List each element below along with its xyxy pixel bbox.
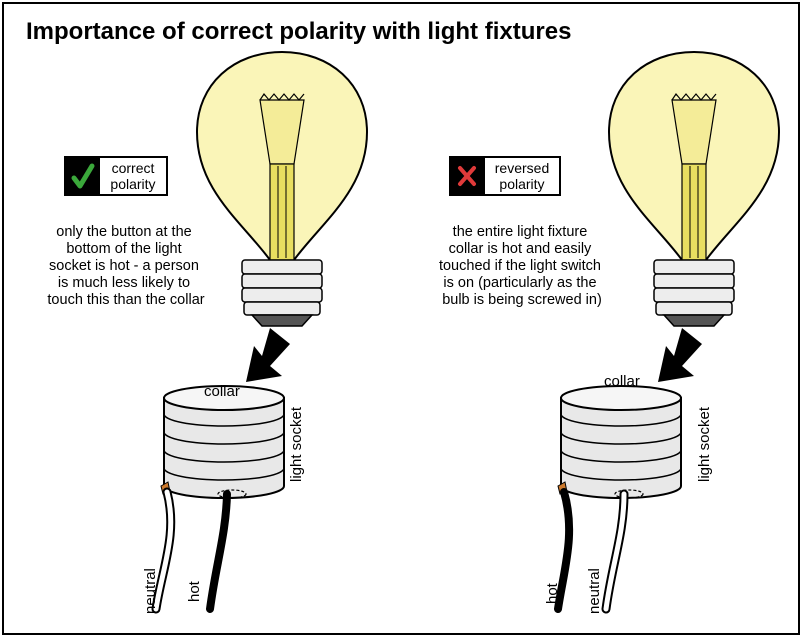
badge-label-line1: reversed bbox=[495, 160, 549, 176]
insertion-arrow-icon bbox=[246, 328, 290, 382]
wire-label-neutral: neutral bbox=[142, 568, 159, 614]
neutral-wire bbox=[151, 487, 176, 614]
badge-label-line1: correct bbox=[112, 160, 155, 176]
diagram-title: Importance of correct polarity with ligh… bbox=[26, 18, 572, 45]
hot-wire bbox=[206, 490, 231, 613]
neutral-wire bbox=[601, 489, 629, 614]
reversed-polarity-badge: reversed polarity bbox=[449, 156, 561, 196]
badge-label-line2: polarity bbox=[499, 176, 544, 192]
light-bulb bbox=[608, 51, 780, 327]
collar-label: collar bbox=[604, 373, 640, 390]
light-socket bbox=[557, 385, 682, 499]
badge-label-line2: polarity bbox=[110, 176, 155, 192]
check-icon bbox=[71, 163, 95, 189]
hot-wire bbox=[554, 488, 574, 613]
reversed-description: the entire light fixture collar is hot a… bbox=[439, 224, 605, 308]
wire-label-hot: hot bbox=[186, 580, 203, 602]
correct-polarity-badge: correct polarity bbox=[64, 156, 168, 196]
light-bulb bbox=[196, 51, 368, 327]
cross-icon bbox=[458, 166, 476, 186]
socket-label: light socket bbox=[288, 406, 305, 482]
correct-description: only the button at the bottom of the lig… bbox=[47, 224, 204, 308]
diagram-canvas: correct polarity only the button at the … bbox=[47, 51, 780, 614]
insertion-arrow-icon bbox=[658, 328, 702, 382]
light-socket bbox=[160, 385, 285, 499]
collar-label: collar bbox=[204, 383, 240, 400]
wire-label-hot: hot bbox=[544, 582, 561, 604]
wire-label-neutral: neutral bbox=[586, 568, 603, 614]
socket-label: light socket bbox=[696, 406, 713, 482]
